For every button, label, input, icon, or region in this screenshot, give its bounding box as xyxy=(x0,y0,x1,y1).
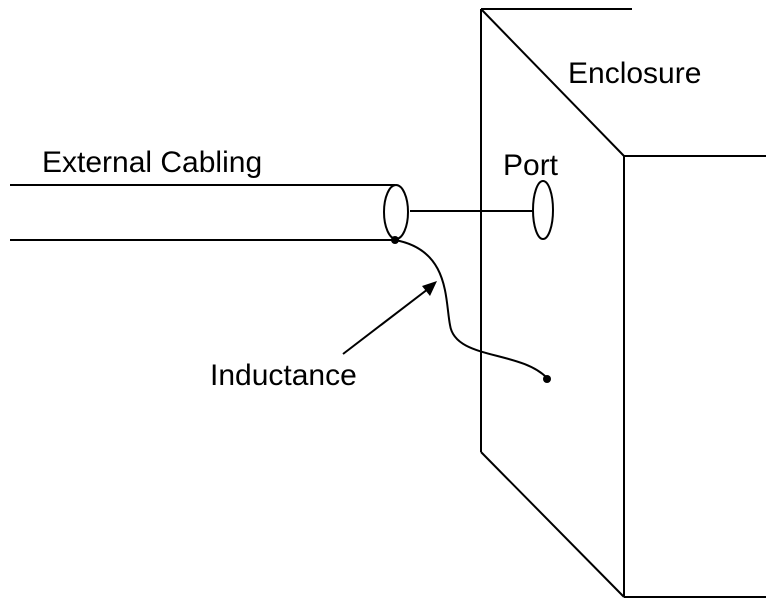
inductance-label: Inductance xyxy=(210,359,357,392)
external-cable xyxy=(10,184,409,241)
enclosure-label: Enclosure xyxy=(568,57,701,90)
enclosure-diagonal-bottom xyxy=(480,451,625,598)
external-cabling-label: External Cabling xyxy=(42,146,262,179)
cable-end-ellipse xyxy=(383,184,409,240)
port-label: Port xyxy=(503,149,559,182)
inductance-start-dot xyxy=(391,236,399,244)
inductance-arrow-line xyxy=(342,288,429,355)
enclosure-diagonal-top xyxy=(480,8,625,157)
inductance-end-dot xyxy=(543,375,551,383)
inductance-arrow-head xyxy=(422,281,437,296)
inductance-wire xyxy=(394,239,548,379)
enclosure-box xyxy=(480,8,766,598)
port-ellipse xyxy=(532,180,554,240)
